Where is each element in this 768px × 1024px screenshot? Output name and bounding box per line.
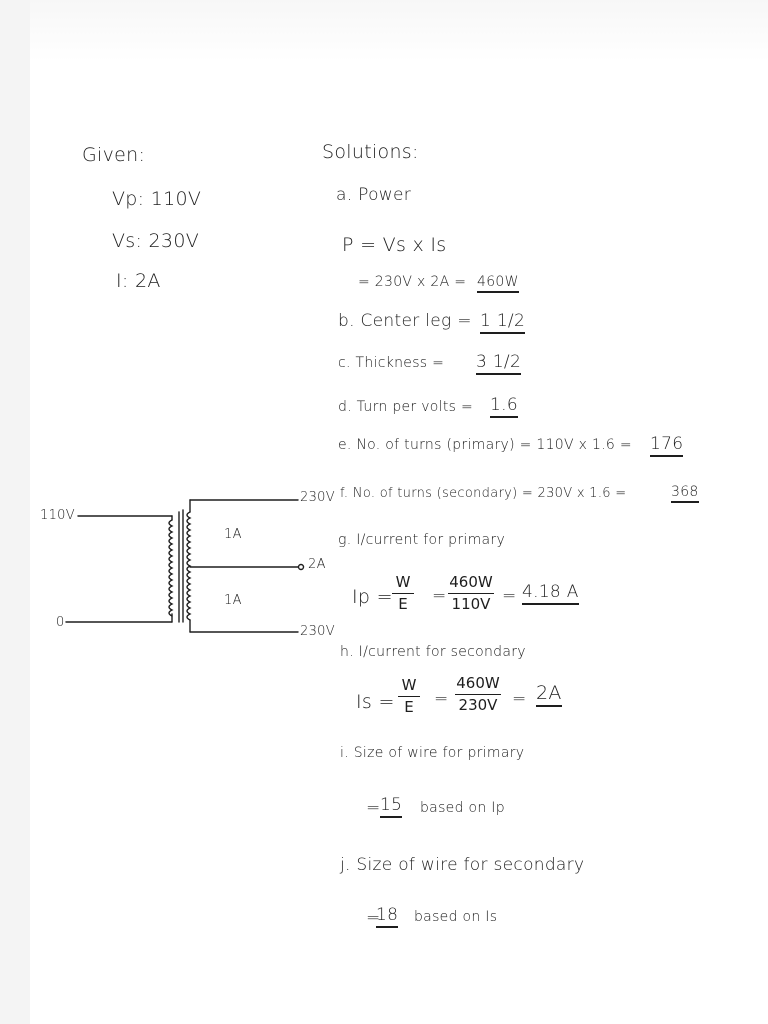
solutions-heading: Solutions: <box>322 141 419 163</box>
primary-coil <box>168 519 174 617</box>
solution-g-label: g. I/current for primary <box>338 532 506 548</box>
solution-j-note: based on Is <box>414 909 498 925</box>
solution-d-label: d. Turn per volts = <box>338 399 474 415</box>
upper-winding-current: 1A <box>224 527 242 542</box>
solution-g-result: 4.18 A <box>522 584 579 605</box>
given-vs: Vs: 230V <box>112 230 199 252</box>
given-vp: Vp: 110V <box>112 188 202 210</box>
solution-h-result: 2A <box>536 684 562 707</box>
solution-g-fraction-2: 460W 110V <box>448 575 494 612</box>
solution-j-label: j. Size of wire for secondary <box>340 855 585 875</box>
solution-d-result: 1.6 <box>490 397 518 418</box>
secondary-center-current: 2A <box>308 557 326 572</box>
solution-i-eq: = <box>366 798 381 818</box>
solution-c-result: 3 1/2 <box>476 354 522 375</box>
h-frac1-den: E <box>404 698 414 716</box>
g-frac1-den: E <box>398 595 408 613</box>
solution-f-label: f. No. of turns (secondary) = 230V x 1.6… <box>340 486 627 501</box>
solution-g-eq: = <box>432 586 447 606</box>
solution-b-label: b. Center leg = <box>338 311 472 331</box>
solution-e-label: e. No. of turns (primary) = 110V x 1.6 = <box>338 437 632 453</box>
solution-i-label: i. Size of wire for primary <box>340 745 525 761</box>
solution-a-calc: = 230V x 2A = <box>358 274 467 290</box>
h-frac1-num: W <box>401 676 417 694</box>
solution-h-eq2: = <box>512 689 527 709</box>
solution-g-lhs: Ip = <box>352 586 393 608</box>
solution-h-lhs: Is = <box>356 691 395 713</box>
center-tap-terminal <box>297 563 305 571</box>
solution-g-eq2: = <box>502 586 517 606</box>
g-frac2-den: 110V <box>451 595 491 613</box>
secondary-coil <box>186 511 192 621</box>
solution-b-result: 1 1/2 <box>480 313 526 334</box>
page-edge-shadow <box>0 0 30 1024</box>
solution-h-fraction-2: 460W 230V <box>455 676 501 713</box>
solution-a-formula: P = Vs x Is <box>342 234 447 256</box>
secondary-bottom-voltage: 230V <box>300 624 335 639</box>
solution-g-fraction-1: W E <box>392 575 414 612</box>
lower-winding-current: 1A <box>224 593 242 608</box>
solution-a-label: a. Power <box>336 185 412 205</box>
g-frac1-num: W <box>395 573 411 591</box>
solution-e-result: 176 <box>650 436 684 457</box>
given-heading: Given: <box>82 144 146 166</box>
solution-i-note: based on Ip <box>420 800 505 816</box>
primary-top-voltage: 110V <box>40 508 75 523</box>
solution-h-eq: = <box>434 689 449 709</box>
primary-bottom-voltage: 0 <box>56 615 65 630</box>
solution-f-result: 368 <box>671 485 699 503</box>
solution-c-label: c. Thickness = <box>338 355 445 371</box>
h-frac2-num: 460W <box>456 674 500 692</box>
given-current: I: 2A <box>116 270 161 292</box>
solution-h-fraction-1: W E <box>398 678 420 715</box>
solution-i-result: 15 <box>380 797 403 818</box>
solution-j-result: 18 <box>376 907 399 928</box>
secondary-top-voltage: 230V <box>300 490 335 505</box>
solution-a-result: 460W <box>477 275 519 293</box>
h-frac2-den: 230V <box>458 696 498 714</box>
solution-j-eq: = <box>366 908 381 928</box>
solution-h-label: h. I/current for secondary <box>340 644 526 660</box>
g-frac2-num: 460W <box>449 573 493 591</box>
